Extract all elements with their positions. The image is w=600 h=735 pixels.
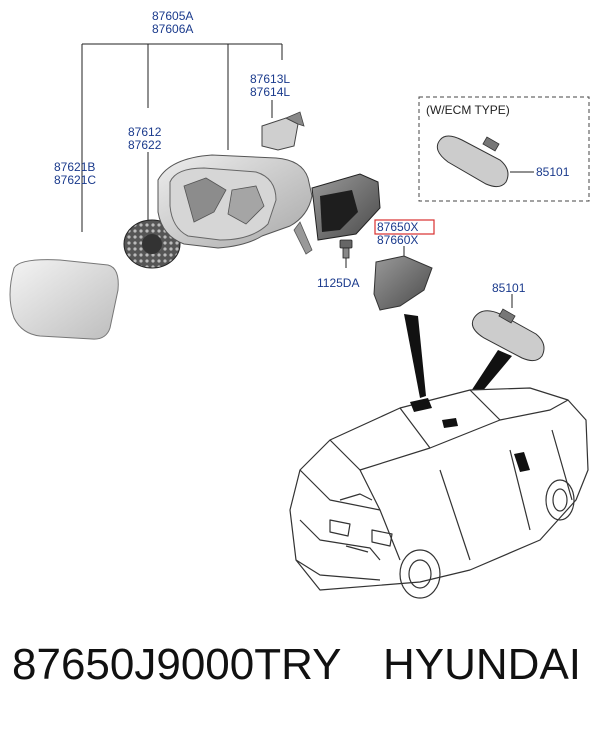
- mirror-cover: [261, 111, 305, 151]
- label-87650x: 87650X: [377, 220, 418, 234]
- car-mirror-highlights: [410, 398, 530, 472]
- ecm-type-box: [418, 96, 590, 202]
- label-87613l: 87613L: [250, 72, 290, 86]
- inside-mirror: [471, 308, 545, 362]
- label-87660x: 87660X: [377, 233, 418, 247]
- leader-lines: [81, 43, 534, 308]
- highlight-box: [374, 219, 435, 235]
- mirror-housing: [157, 154, 313, 255]
- label-87605a: 87605A: [152, 9, 193, 23]
- label-85101-ecm: 85101: [536, 165, 570, 179]
- mirror-glass: [9, 259, 119, 340]
- label-87621b: 87621B: [54, 160, 95, 174]
- garnish-cover: [373, 255, 433, 311]
- brand-name: HYUNDAI: [383, 640, 582, 689]
- footer: 87650J9000TRY HYUNDAI: [0, 640, 600, 720]
- label-1125da: 1125DA: [317, 276, 359, 290]
- label-87606a: 87606A: [152, 22, 193, 36]
- part-number: 87650J9000TRY: [12, 640, 342, 689]
- label-87621c: 87621C: [54, 173, 96, 187]
- label-87622: 87622: [128, 138, 162, 152]
- label-ecm-type: (W/ECM TYPE): [426, 103, 510, 117]
- label-85101: 85101: [492, 281, 526, 295]
- label-87614l: 87614L: [250, 85, 290, 99]
- screw: [339, 239, 353, 259]
- label-87612: 87612: [128, 125, 162, 139]
- car-illustration: [289, 387, 589, 599]
- door-triangle-garnish: [311, 173, 381, 241]
